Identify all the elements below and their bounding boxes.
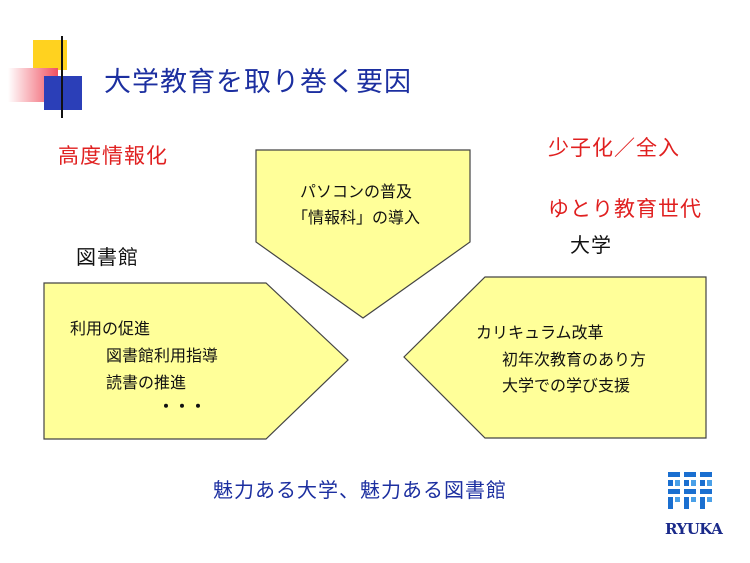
factor-yutori: ゆとり教育世代 — [548, 197, 702, 221]
label-university: 大学 — [570, 233, 612, 257]
right-box-line-1: カリキュラム改革 — [476, 323, 604, 342]
ryuka-logo — [666, 468, 726, 518]
slide-title: 大学教育を取り巻く要因 — [104, 67, 412, 98]
right-pentagon-box — [403, 276, 707, 439]
factor-it: 高度情報化 — [58, 144, 168, 168]
left-box-line-1: 利用の促進 — [70, 319, 151, 338]
left-pentagon-box — [43, 282, 349, 440]
label-library: 図書館 — [76, 245, 139, 269]
left-box-line-2: 図書館利用指導 — [106, 346, 219, 365]
top-box-line-1: パソコンの普及 — [300, 182, 413, 201]
left-box-ellipsis: ・・・ — [158, 397, 207, 416]
top-box-line-2: 「情報科」の導入 — [292, 208, 421, 227]
factor-birthrate: 少子化／全入 — [548, 136, 680, 160]
ryuka-logo-text: RYUKA — [665, 520, 723, 538]
top-pentagon-box — [255, 149, 471, 319]
right-box-line-3: 大学での学び支援 — [502, 376, 631, 395]
footer-slogan: 魅力ある大学、魅力ある図書館 — [213, 478, 507, 502]
left-box-line-3: 読書の推進 — [106, 373, 187, 392]
right-box-line-2: 初年次教育のあり方 — [502, 350, 647, 369]
